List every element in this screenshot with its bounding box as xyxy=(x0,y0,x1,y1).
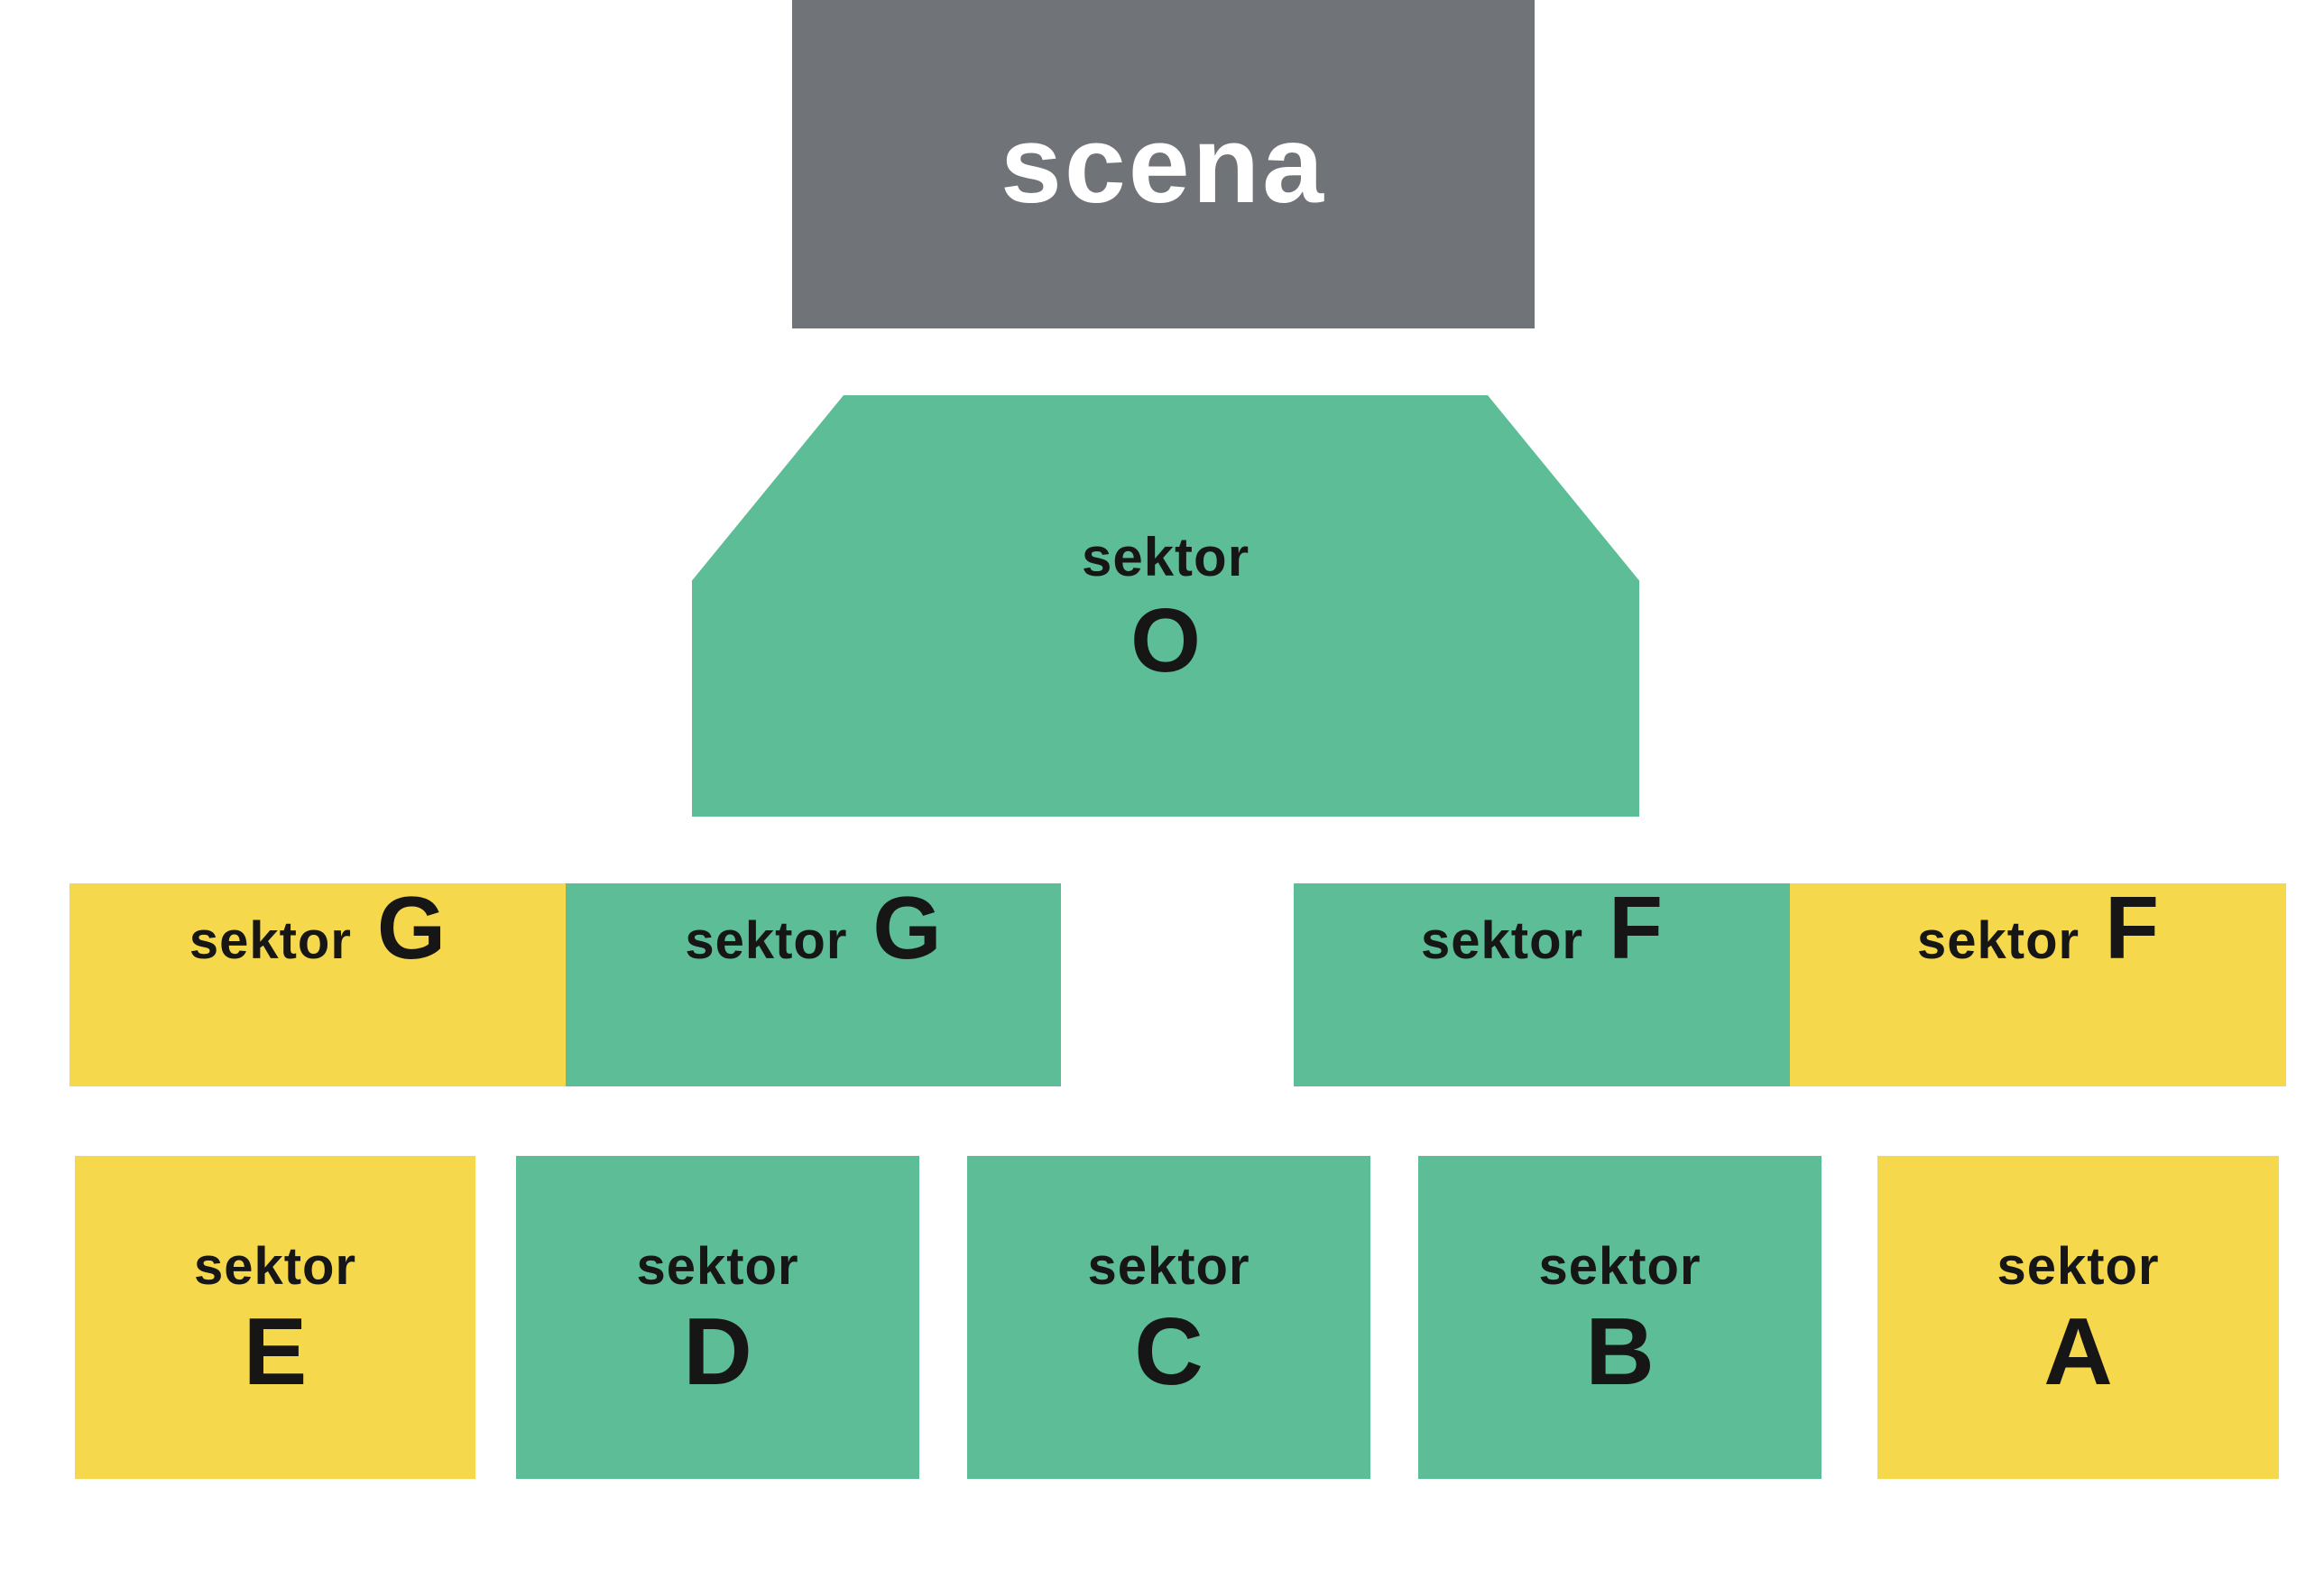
stage-label: scena xyxy=(1001,103,1326,226)
sector-label-letter: F xyxy=(1609,878,1663,977)
sector-label-letter: C xyxy=(1134,1298,1204,1405)
stage: scena xyxy=(792,0,1535,328)
sector-label-prefix: sektor xyxy=(1081,527,1250,587)
sector-a[interactable]: sektor A xyxy=(1877,1156,2279,1479)
sector-label-prefix: sektor xyxy=(1997,1236,2160,1296)
sector-label-letter: E xyxy=(243,1298,308,1405)
sector-label-prefix: sektor xyxy=(1917,911,2080,970)
sector-g-inner[interactable]: sektor G xyxy=(566,883,1061,1086)
sector-f-inner[interactable]: sektor F xyxy=(1294,883,1790,1086)
sector-label-letter: B xyxy=(1585,1298,1655,1405)
sector-label-prefix: sektor xyxy=(685,911,848,970)
sector-label-prefix: sektor xyxy=(1087,1236,1250,1296)
sector-label-letter: F xyxy=(2105,878,2159,977)
sector-label-letter: G xyxy=(376,878,447,977)
sector-label-letter: O xyxy=(1130,590,1201,691)
sector-label-prefix: sektor xyxy=(193,1236,357,1296)
sector-f-outer[interactable]: sektor F xyxy=(1790,883,2286,1086)
sector-label-letter: G xyxy=(872,878,942,977)
sector-label-prefix: sektor xyxy=(1421,911,1584,970)
sector-label-prefix: sektor xyxy=(189,911,352,970)
sector-c[interactable]: sektor C xyxy=(967,1156,1370,1479)
sector-label-letter: A xyxy=(2043,1298,2113,1405)
sector-e[interactable]: sektor E xyxy=(75,1156,475,1479)
sector-b[interactable]: sektor B xyxy=(1418,1156,1821,1479)
sector-label-prefix: sektor xyxy=(636,1236,799,1296)
sector-d[interactable]: sektor D xyxy=(516,1156,919,1479)
sector-g-outer[interactable]: sektor G xyxy=(69,883,566,1086)
sector-label-prefix: sektor xyxy=(1538,1236,1702,1296)
sector-label-letter: D xyxy=(683,1298,752,1405)
sector-o[interactable]: sektor O xyxy=(692,395,1639,817)
